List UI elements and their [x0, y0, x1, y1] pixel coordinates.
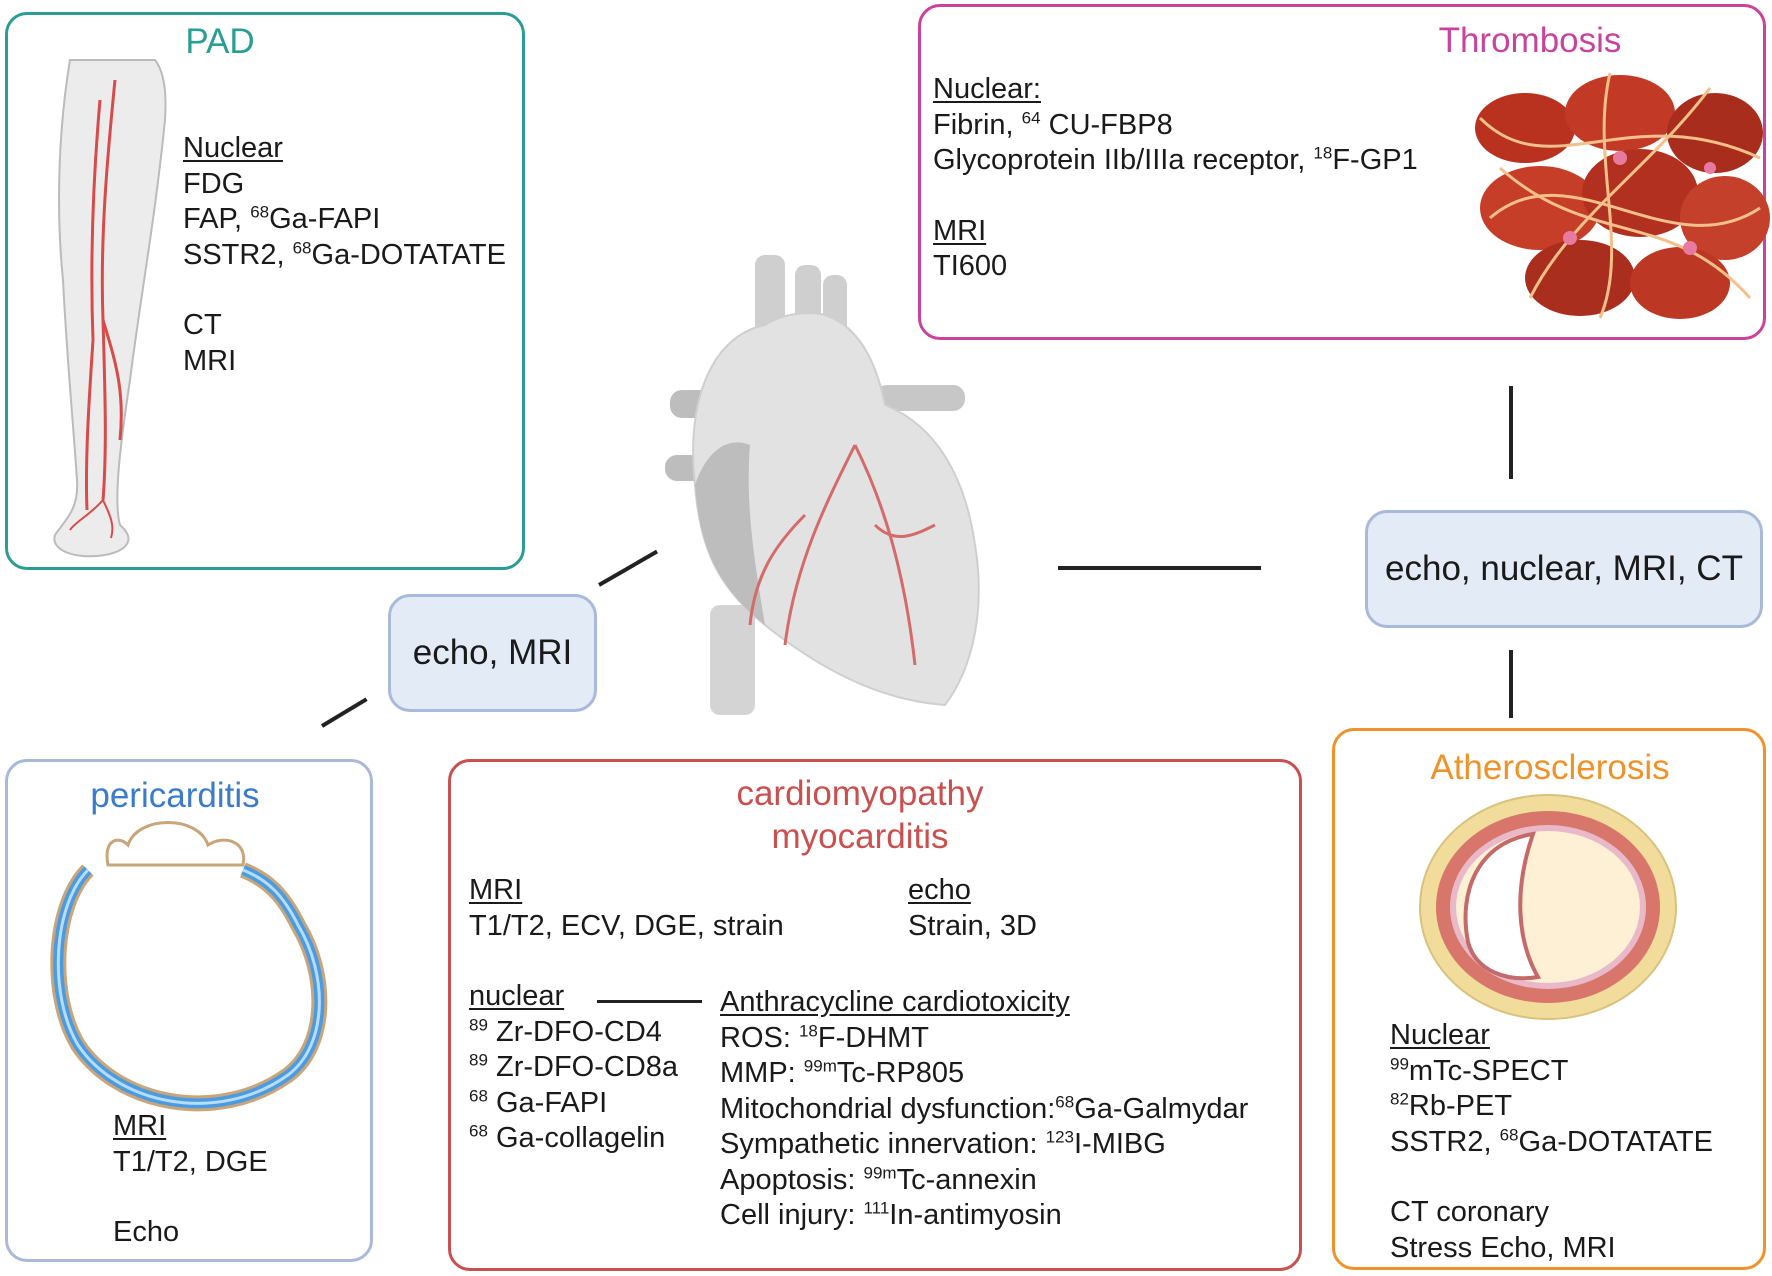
thrombosis-title: Thrombosis [1438, 21, 1622, 60]
leg-artery-illustration [53, 59, 167, 558]
anthracycline-item: Cell injury: 111In-antimyosin [720, 1198, 1062, 1231]
cardiomyopathy-echo: Strain, 3D [908, 909, 1037, 942]
athero-stress: Stress Echo, MRI [1390, 1231, 1616, 1264]
athero-ct: CT coronary [1390, 1196, 1550, 1228]
athero-nuclear-item: SSTR2, 68Ga-DOTATATE [1390, 1124, 1713, 1158]
athero-nuclear-item: 99mTc-SPECT [1390, 1053, 1569, 1087]
cardiomyopathy-mri: T1/T2, ECV, DGE, strain [469, 909, 784, 942]
blood-clot-illustration [1475, 72, 1770, 319]
modality-left-label: echo, MRI [412, 633, 573, 672]
pad-sstr2: SSTR2, 68Ga-DOTATATE [183, 237, 506, 271]
anthracycline-item: Apoptosis: 99mTc-annexin [720, 1162, 1037, 1196]
athero-nuclear-item: 82Rb-PET [1390, 1089, 1513, 1122]
thrombosis-mri: TI600 [933, 250, 1008, 282]
connector-nuclear-anthracycline [597, 1000, 702, 1003]
thrombosis-fibrin: Fibrin, 64 CU-FBP8 [933, 107, 1173, 141]
atherosclerosis-title: Atherosclerosis [1430, 748, 1670, 787]
pericarditis-mri-header: MRI [113, 1110, 167, 1142]
pad-ct: CT [183, 309, 222, 341]
connector-heart-right-pill [1058, 566, 1261, 570]
anthracycline-item: ROS: 18F-DHMT [720, 1020, 930, 1054]
pad-title: PAD [185, 22, 255, 61]
modality-pill-right: echo, nuclear, MRI, CT [1365, 510, 1763, 628]
nuclear-item: 89 Zr-DFO-CD4 [469, 1014, 662, 1048]
heart-illustration [665, 255, 980, 715]
nuclear-item: 68 Ga-collagelin [469, 1121, 666, 1154]
cardiomyopathy-title: cardiomyopathy myocarditis [660, 772, 1060, 858]
pad-nuclear-header: Nuclear [183, 132, 283, 164]
pad-fap: FAP, 68Ga-FAPI [183, 202, 381, 235]
pericarditis-text: MRI T1/T2, DGE Echo [113, 1109, 268, 1251]
artery-cross-section-illustration [1419, 794, 1677, 1020]
anthracycline-block: Anthracycline cardiotoxicity ROS: 18F-DH… [720, 985, 1248, 1234]
anthracycline-item: Sympathetic innervation: 123I-MIBG [720, 1127, 1166, 1160]
pericardium-illustration [50, 821, 328, 1112]
connector-thrombosis-right-pill [1509, 386, 1513, 479]
pad-text: Nuclear FDG FAP, 68Ga-FAPI SSTR2, 68Ga-D… [183, 131, 506, 379]
cardiomyopathy-title-line1: cardiomyopathy [736, 774, 984, 813]
cardiomyopathy-nuclear-block: nuclear 89 Zr-DFO-CD4 89 Zr-DFO-CD8a 68 … [469, 979, 678, 1157]
modality-pill-left: echo, MRI [388, 594, 597, 712]
atherosclerosis-text: Nuclear 99mTc-SPECT 82Rb-PET SSTR2, 68Ga… [1390, 1018, 1713, 1266]
modality-right-label: echo, nuclear, MRI, CT [1385, 549, 1743, 588]
anthracycline-item: Mitochondrial dysfunction:68Ga-Galmydar [720, 1091, 1249, 1125]
pericarditis-mri: T1/T2, DGE [113, 1145, 268, 1178]
thrombosis-mri-header: MRI [933, 214, 987, 247]
thrombosis-text: Nuclear: Fibrin, 64 CU-FBP8 Glycoprotein… [933, 72, 1418, 285]
cardiomyopathy-title-line2: myocarditis [771, 817, 949, 856]
cardiomyopathy-box [448, 759, 1302, 1271]
cardiomyopathy-mri-header: MRI [469, 874, 523, 906]
nuclear-item: 89 Zr-DFO-CD8a [469, 1050, 679, 1083]
pericarditis-echo: Echo [113, 1216, 180, 1248]
thrombosis-nuclear-header: Nuclear: [933, 73, 1041, 105]
anthracycline-item: MMP: 99mTc-RP805 [720, 1056, 965, 1089]
cardiomyopathy-echo-block: echo Strain, 3D [908, 873, 1037, 944]
cardiomyopathy-mri-block: MRI T1/T2, ECV, DGE, strain [469, 873, 784, 944]
thrombosis-gp: Glycoprotein IIb/IIIa receptor, 18F-GP1 [933, 143, 1418, 176]
nuclear-item: 68 Ga-FAPI [469, 1085, 608, 1119]
connector-left-pill-pericarditis [320, 697, 368, 728]
cardiomyopathy-echo-header: echo [908, 874, 971, 906]
pad-fdg: FDG [183, 167, 245, 200]
atherosclerosis-nuclear-header: Nuclear [1390, 1019, 1490, 1051]
pericarditis-title: pericarditis [90, 776, 260, 815]
cardiomyopathy-nuclear-header: nuclear [469, 980, 565, 1012]
connector-right-pill-atherosclerosis [1509, 650, 1513, 718]
connector-heart-left-pill [598, 549, 659, 587]
anthracycline-header: Anthracycline cardiotoxicity [720, 986, 1070, 1018]
pad-mri: MRI [183, 344, 237, 377]
